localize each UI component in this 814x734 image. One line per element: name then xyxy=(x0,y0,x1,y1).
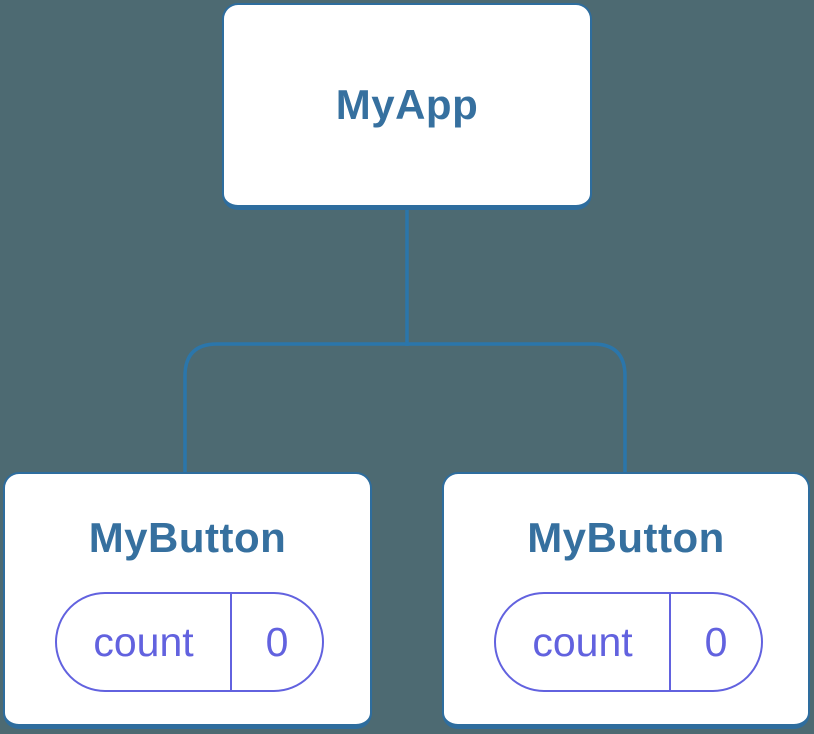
state-value: 0 xyxy=(704,618,728,665)
state-pill-left: count 0 xyxy=(55,592,324,692)
node-myapp: MyApp xyxy=(222,3,592,210)
node-myapp-label: MyApp xyxy=(335,81,479,128)
state-pill-right: count 0 xyxy=(494,592,763,692)
node-mybutton-left: MyButton count 0 xyxy=(3,472,372,729)
state-key-label: count xyxy=(57,594,232,690)
node-mybutton-right: MyButton count 0 xyxy=(442,472,810,729)
state-value: 0 xyxy=(265,618,289,665)
node-mybutton-right-label: MyButton xyxy=(527,514,725,561)
connector-branch-bracket xyxy=(183,342,627,474)
state-key-label: count xyxy=(496,594,671,690)
node-mybutton-left-label: MyButton xyxy=(88,514,287,561)
